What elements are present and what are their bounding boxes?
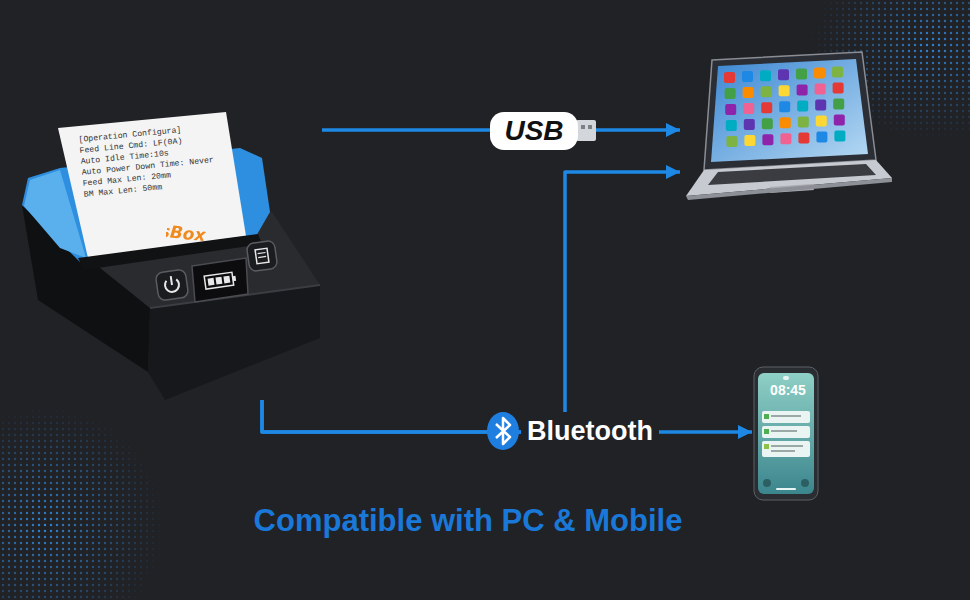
bluetooth-icon [487,412,519,450]
app-icon [816,132,827,143]
app-icon [744,135,755,146]
app-icon [725,104,736,115]
app-icon [780,133,791,144]
usb-badge: USB [490,112,578,150]
app-icon [726,136,737,147]
app-icon [780,117,791,128]
bluetooth-label: Bluetooth [521,412,659,450]
app-icon [816,116,827,127]
app-icon [743,87,754,98]
app-icon [798,132,809,143]
app-icon [833,83,844,94]
app-icon [724,72,735,83]
app-icon [761,102,772,113]
app-icon [814,68,825,79]
app-icon [779,85,790,96]
usb-plug [576,120,596,141]
app-icon [726,120,737,131]
app-icon [761,86,772,97]
laptop-node [680,50,892,202]
receipt-text: [Operation Configura]Feed Line Cmd: LF(0… [78,120,228,199]
app-icon [760,70,771,81]
app-icon [796,68,807,79]
clock-time: 08:45 [752,382,824,398]
app-icon [797,84,808,95]
app-icon [725,88,736,99]
app-icon [833,99,844,110]
app-icon [797,100,808,111]
app-icon [778,69,789,80]
phone-node: 08:45 [752,365,824,502]
caption: Compatible with PC & Mobile [0,503,936,539]
app-icon [762,118,773,129]
app-icon [779,101,790,112]
app-icon [815,100,826,111]
laptop-illustration [686,52,892,200]
app-icon [815,84,826,95]
app-icon [743,103,754,114]
app-icon [742,71,753,82]
app-icon [834,115,845,126]
brand-logo: PosBox [135,218,207,245]
app-icon [798,116,809,127]
app-icon [762,134,773,145]
connector-arrow [262,172,680,432]
app-icon [744,119,755,130]
app-icon [834,131,845,142]
printer-illustration [22,112,320,400]
app-icon [832,67,843,78]
